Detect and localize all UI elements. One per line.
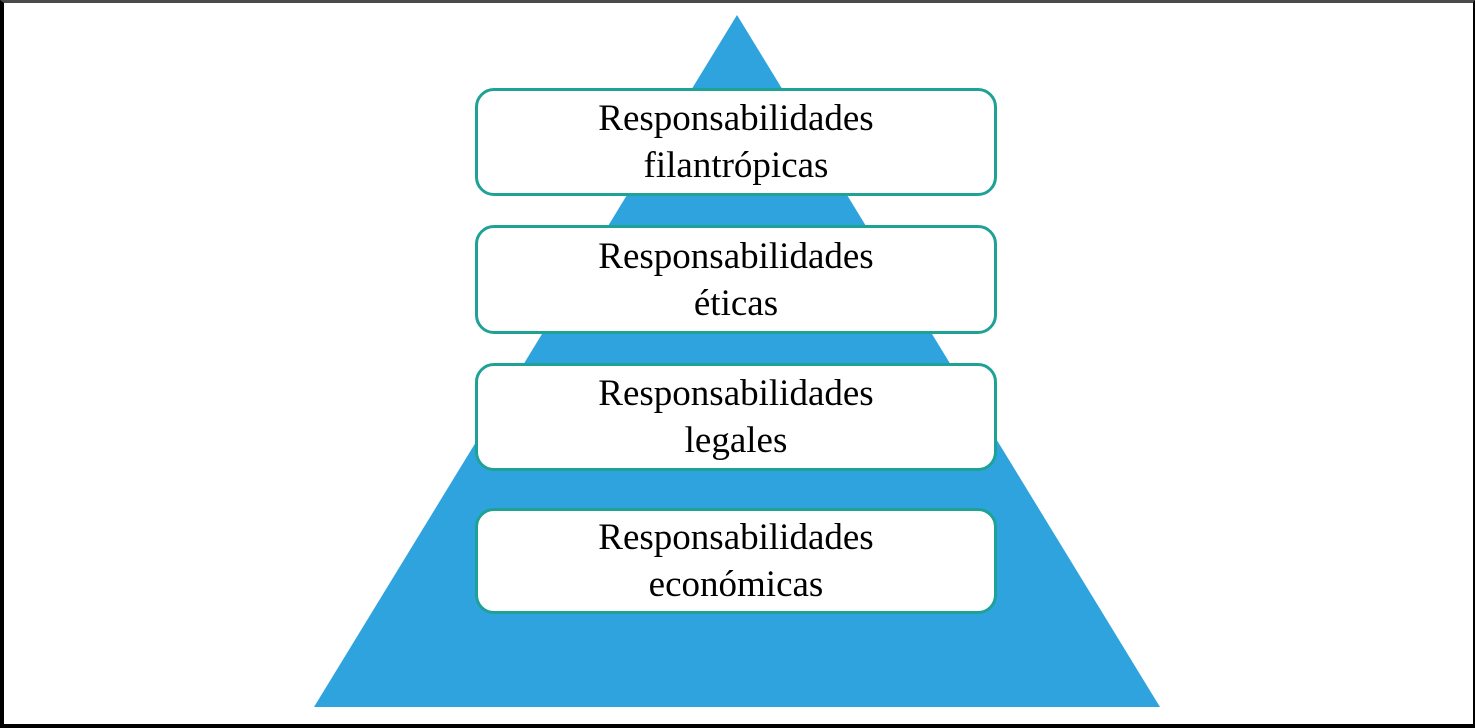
- level-label-line: Responsabilidades: [598, 235, 874, 277]
- level-label-line: filantrópicas: [643, 145, 829, 186]
- level-label-line: legales: [684, 420, 788, 461]
- level-label-line: Responsabilidades: [598, 373, 874, 414]
- level-label-line: éticas: [693, 282, 779, 324]
- pyramid-level-legales: Responsabilidades legales: [475, 363, 997, 471]
- level-label-line: Responsabilidades: [598, 517, 874, 558]
- pyramid-level-filantropicas: Responsabilidades filantrópicas: [475, 88, 997, 196]
- level-label-line: económicas: [648, 564, 824, 605]
- level-label-line: Responsabilidades: [598, 98, 874, 139]
- pyramid-level-eticas: Responsabilidades éticas: [475, 225, 997, 334]
- pyramid-level-economicas: Responsabilidades económicas: [475, 508, 997, 614]
